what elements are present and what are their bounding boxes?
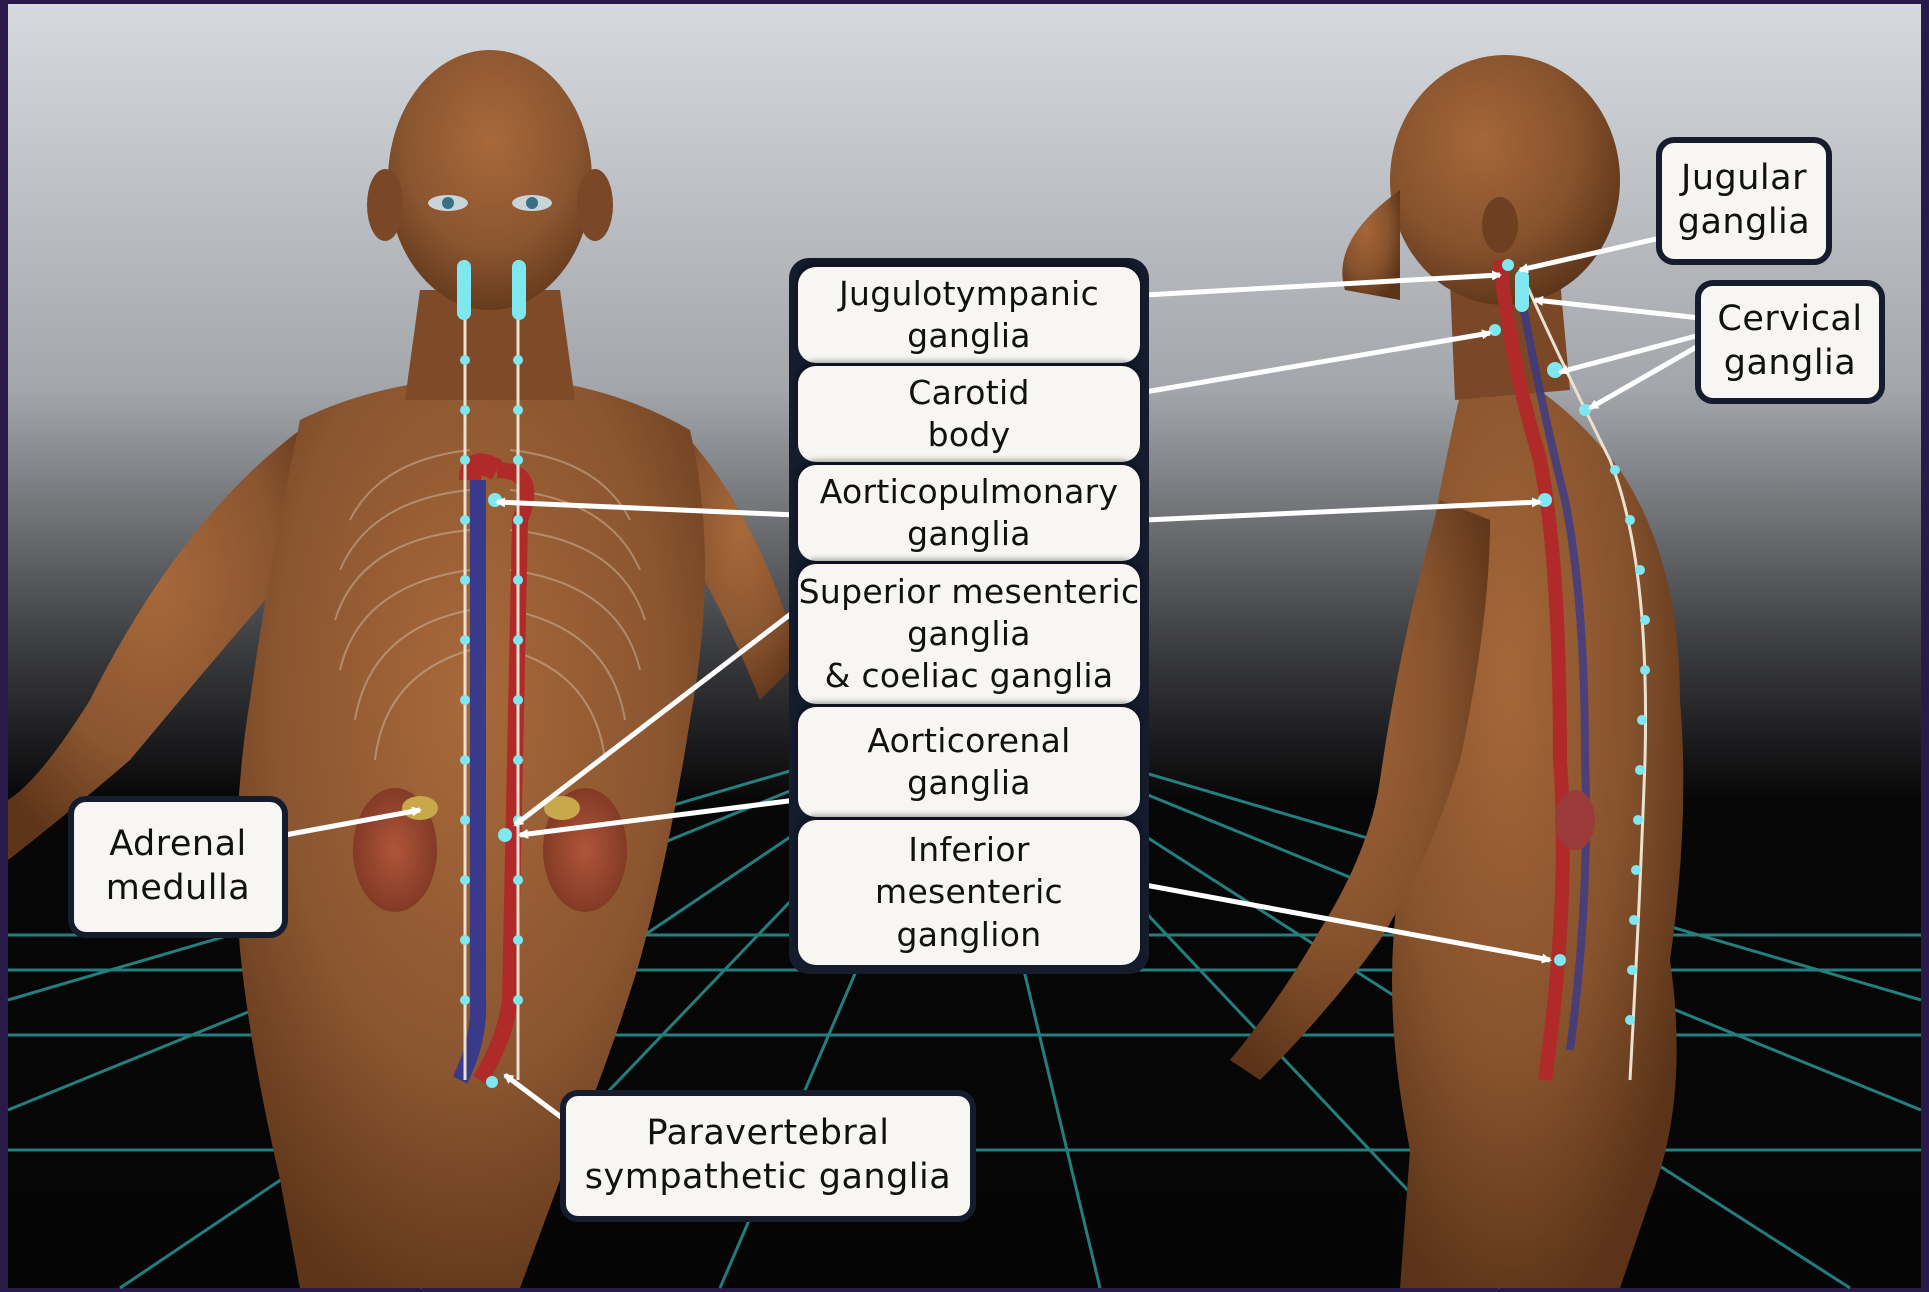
label-cervical-ganglia: Cervical ganglia [1695, 280, 1885, 404]
label-carotid-body: Carotid body [798, 366, 1140, 462]
center-label-stack: Jugulotympanic ganglia Carotid body Aort… [789, 258, 1149, 974]
label-adrenal-medulla: Adrenal medulla [68, 796, 288, 938]
label-aorticopulmonary-ganglia: Aorticopulmonary ganglia [798, 465, 1140, 561]
label-jugulotympanic-ganglia: Jugulotympanic ganglia [798, 267, 1140, 363]
label-superior-mesenteric-coeliac-ganglia: Superior mesenteric ganglia & coeliac ga… [798, 564, 1140, 704]
label-inferior-mesenteric-ganglion: Inferior mesenteric ganglion [798, 820, 1140, 965]
label-paravertebral-sympathetic-ganglia: Paravertebral sympathetic ganglia [560, 1090, 976, 1222]
label-aorticorenal-ganglia: Aorticorenal ganglia [798, 707, 1140, 817]
label-jugular-ganglia: Jugular ganglia [1656, 137, 1832, 265]
